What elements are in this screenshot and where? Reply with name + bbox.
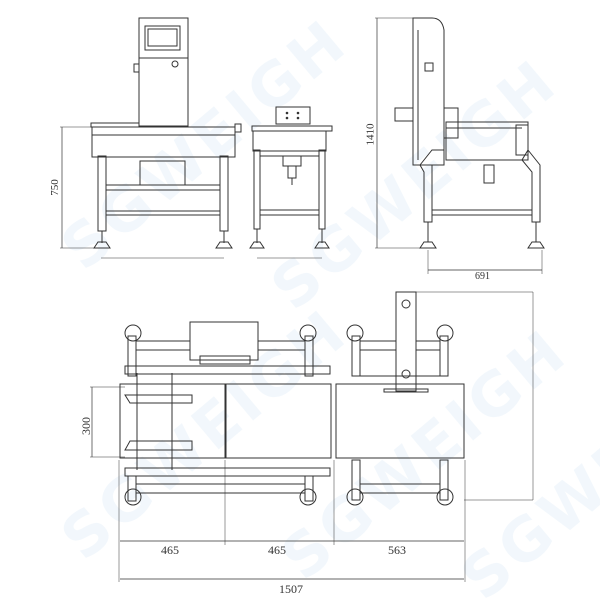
top-view [90, 291, 534, 582]
technical-drawing [60, 17, 545, 582]
caster-wheel [436, 488, 454, 506]
dimension-label-691: 691 [475, 271, 490, 282]
caster-wheel [346, 488, 364, 506]
caster-wheel [124, 488, 142, 506]
reject-section [335, 383, 465, 459]
caster-wheel [124, 324, 142, 342]
main-conveyor [91, 126, 236, 136]
dimension-label-465-b: 465 [268, 543, 286, 557]
caster-wheel [346, 324, 364, 342]
reject-control-box [275, 106, 311, 125]
dimension-label-1410: 1410 [364, 123, 377, 146]
side-view [375, 17, 545, 274]
dimension-label-750: 750 [48, 179, 61, 196]
dimension-label-1507: 1507 [279, 582, 303, 596]
power-switch-icon [171, 60, 179, 68]
caster-wheel [299, 324, 317, 342]
control-cabinet [138, 17, 189, 127]
weigh-head [189, 321, 259, 361]
caster-wheel [436, 324, 454, 342]
dimension-label-563: 563 [388, 543, 406, 557]
weighing-section [225, 383, 332, 459]
touchscreen [144, 25, 181, 51]
dimension-label-465-a: 465 [161, 543, 179, 557]
reject-conveyor [251, 125, 333, 132]
air-filter [287, 165, 297, 179]
front-view [60, 17, 333, 259]
dimension-label-300: 300 [79, 417, 93, 435]
caster-wheel [299, 488, 317, 506]
